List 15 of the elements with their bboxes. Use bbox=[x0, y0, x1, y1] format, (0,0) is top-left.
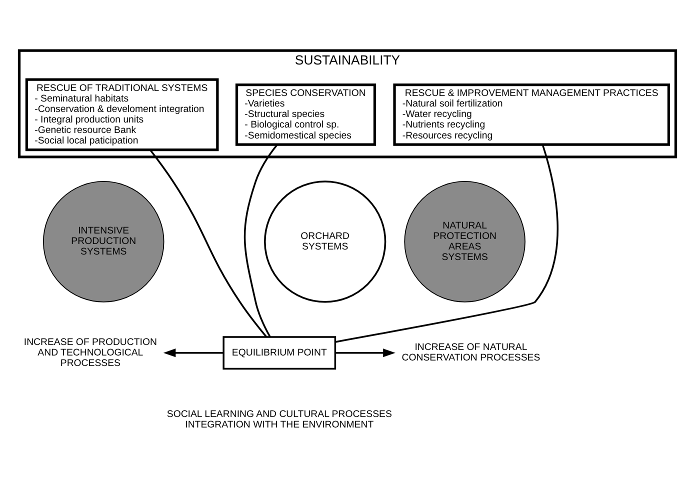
connector bbox=[244, 144, 278, 337]
node-circle: NATURAL PROTECTION AREAS SYSTEMS bbox=[404, 180, 526, 302]
node-box: SPECIES CONSERVATION -Varieties -Structural species - Biological control sp. -Semidomestical species bbox=[235, 83, 376, 146]
connector bbox=[150, 149, 267, 337]
label: SOCIAL LEARNING AND CULTURAL PROCESSES INTEGRATION WITH THE ENVIRONMENT bbox=[166, 408, 392, 430]
node-box: RESCUE & IMPROVEMENT MANAGEMENT PRACTICES -Natural soil fertilization -Water recycling -Nutrients recycling -Resources recycling bbox=[393, 83, 670, 146]
arrow bbox=[163, 348, 224, 357]
node-text: INCREASE OF NATURAL CONSERVATION PROCESSES bbox=[402, 342, 540, 364]
node-text: INCREASE OF PRODUCTION AND TECHNOLOGICAL PROCESSES bbox=[24, 336, 157, 368]
node-circle: INTENSIVE PRODUCTION SYSTEMS bbox=[42, 180, 164, 302]
node-box: EQUILIBRIUM POINT bbox=[222, 336, 336, 370]
node-circle: ORCHARD SYSTEMS bbox=[264, 180, 386, 302]
node-box: RESCUE OF TRADITIONAL SYSTEMS - Seminatural habitats -Conservation & develoment integration - Integral production units -Genetic resource Bank -Social local paticipation bbox=[25, 78, 219, 151]
arrow bbox=[335, 348, 396, 357]
connector bbox=[335, 144, 558, 342]
